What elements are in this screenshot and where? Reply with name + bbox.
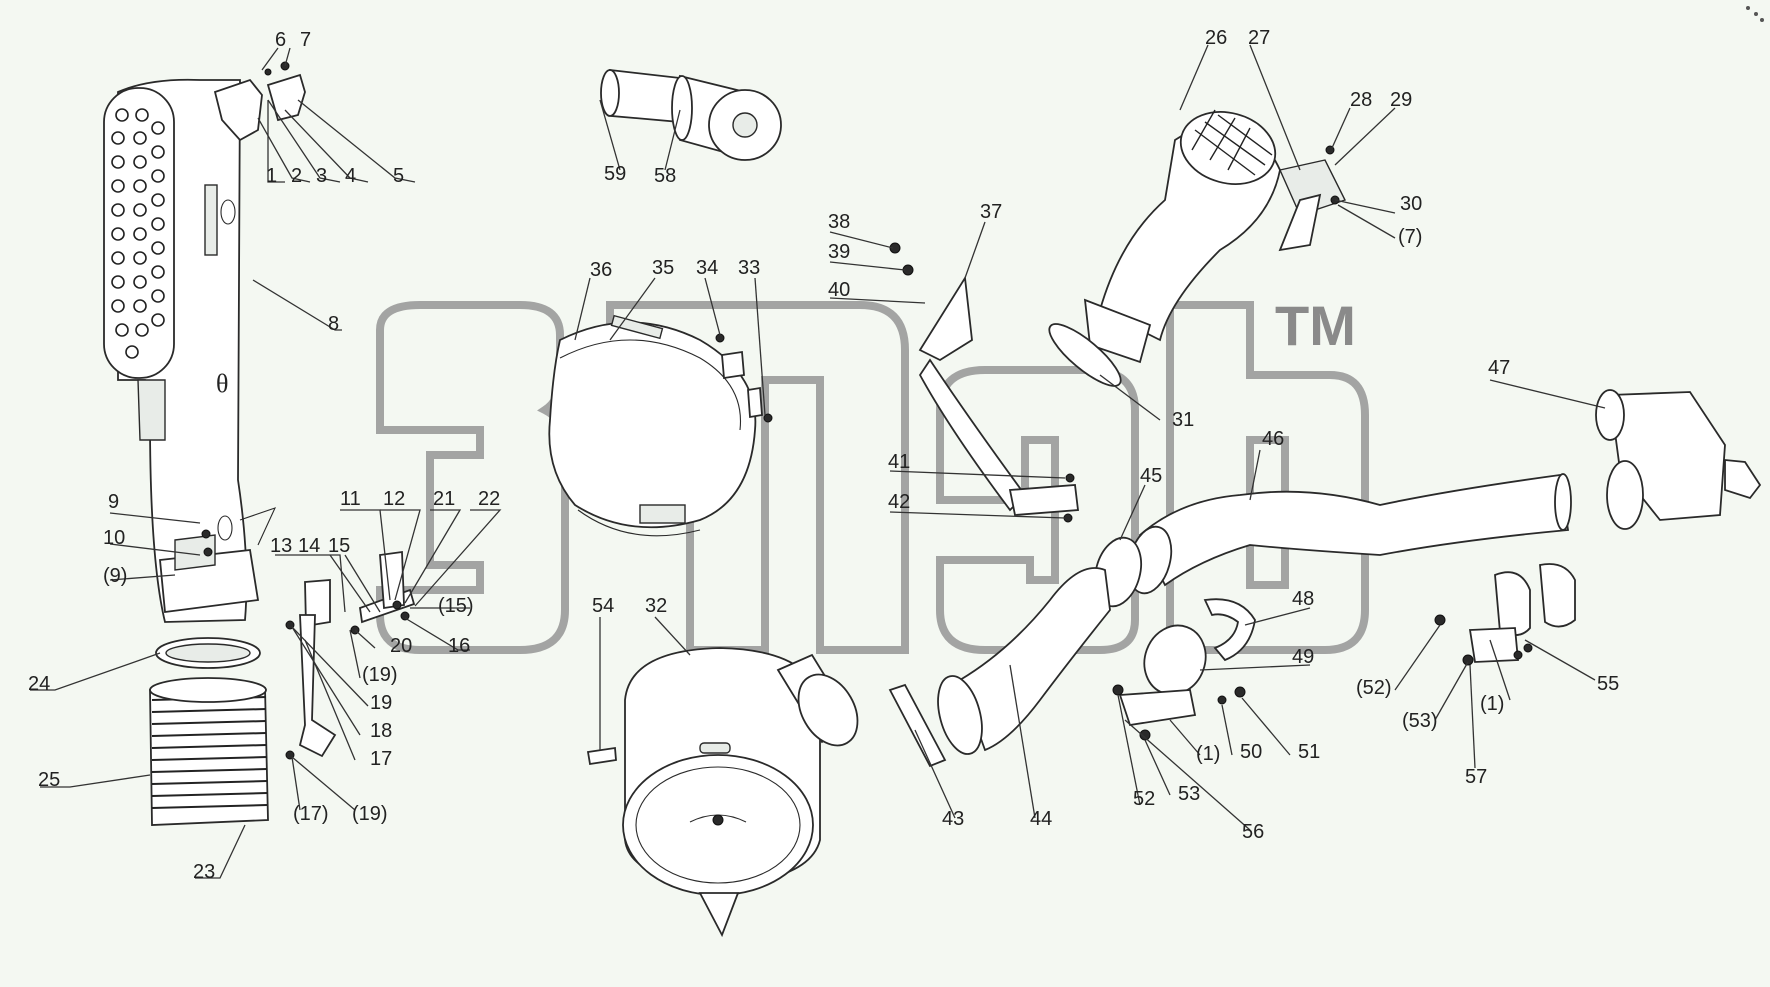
label-17b: (17) (293, 803, 329, 825)
part-gasket-43 (888, 683, 947, 768)
part-bracket-17-18 (285, 614, 337, 760)
label-48: 48 (1292, 588, 1314, 610)
label-16: 16 (448, 635, 470, 657)
label-1c: (1) (1480, 693, 1504, 715)
label-19b: (19) (362, 664, 398, 686)
label-40: 40 (828, 279, 850, 301)
label-14: 14 (298, 535, 320, 557)
part-brackets-11-22 (304, 550, 416, 635)
label-55: 55 (1597, 673, 1619, 695)
part-bracket-50-56 (1112, 684, 1246, 741)
label-15: 15 (328, 535, 350, 557)
label-9b: (9) (103, 565, 127, 587)
label-38: 38 (828, 211, 850, 233)
label-36: 36 (590, 259, 612, 281)
label-41: 41 (888, 451, 910, 473)
label-10: 10 (103, 527, 125, 549)
label-51: 51 (1298, 741, 1320, 763)
label-6: 6 (275, 29, 286, 51)
label-50: 50 (1240, 741, 1262, 763)
label-30: 30 (1400, 193, 1422, 215)
label-21: 21 (433, 488, 455, 510)
label-56: 56 (1242, 821, 1264, 843)
part-elbow-26 (1083, 109, 1346, 364)
part-bracket-pipe-37 (889, 242, 1080, 523)
label-49: 49 (1292, 646, 1314, 668)
part-fitting-54 (586, 746, 617, 766)
part-bellows-25 (149, 677, 269, 826)
label-18: 18 (370, 720, 392, 742)
label-3: 3 (316, 165, 327, 187)
label-7: 7 (300, 29, 311, 51)
label-5: 5 (393, 165, 404, 187)
part-filter-cartridges (600, 68, 782, 161)
label-57: 57 (1465, 766, 1487, 788)
label-13: 13 (270, 535, 292, 557)
label-59: 59 (604, 163, 626, 185)
label-29: 29 (1390, 89, 1412, 111)
label-47: 47 (1488, 357, 1510, 379)
label-4: 4 (345, 165, 356, 187)
watermark-letter-3 (936, 366, 1139, 654)
label-8: 8 (328, 313, 339, 335)
label-39: 39 (828, 241, 850, 263)
label-15b: (15) (438, 595, 474, 617)
part-bracket-55-57 (1434, 563, 1576, 666)
snorkel-holes (111, 108, 165, 359)
part-air-filter-housing (622, 647, 859, 938)
label-20: 20 (390, 635, 412, 657)
label-42: 42 (888, 491, 910, 513)
part-snorkel: θ (103, 61, 306, 623)
corner-mark (1746, 6, 1764, 22)
label-27: 27 (1248, 27, 1270, 49)
part-gasket-31 (1048, 323, 1122, 387)
watermark-trademark: TM (1275, 294, 1356, 357)
label-17: 17 (370, 748, 392, 770)
label-19: 19 (370, 692, 392, 714)
part-pipe-46 (1127, 473, 1572, 595)
label-35: 35 (652, 257, 674, 279)
label-58: 58 (654, 165, 676, 187)
label-25: 25 (38, 769, 60, 791)
label-1: 1 (266, 165, 277, 187)
part-ring-24 (155, 637, 261, 669)
label-34: 34 (696, 257, 718, 279)
part-y-fitting-47 (1595, 389, 1762, 530)
label-54: 54 (592, 595, 614, 617)
label-2: 2 (291, 165, 302, 187)
watermark-logo: TM (376, 294, 1369, 654)
label-31: 31 (1172, 409, 1194, 431)
label-24: 24 (28, 673, 50, 695)
label-52b: (52) (1356, 677, 1392, 699)
callout-labels: 1 2 3 4 5 6 7 8 9 10 (9) 11 12 21 22 13 … (28, 27, 1619, 883)
label-32: 32 (645, 595, 667, 617)
label-23: 23 (193, 861, 215, 883)
label-53: 53 (1178, 783, 1200, 805)
label-26: 26 (1205, 27, 1227, 49)
part-duct-44 (937, 567, 1111, 755)
leader-lines (30, 44, 1606, 879)
label-11: 11 (340, 488, 361, 510)
label-7b: (7) (1398, 226, 1422, 248)
label-53b: (53) (1402, 710, 1438, 732)
label-52: 52 (1133, 788, 1155, 810)
label-1b: (1) (1196, 743, 1220, 765)
label-22: 22 (478, 488, 500, 510)
label-19c: (19) (352, 803, 388, 825)
label-9: 9 (108, 491, 119, 513)
label-12: 12 (383, 488, 405, 510)
part-strap-band (548, 314, 773, 537)
svg-text:θ: θ (216, 369, 228, 398)
label-46: 46 (1262, 428, 1284, 450)
label-37: 37 (980, 201, 1002, 223)
label-43: 43 (942, 808, 964, 830)
label-45: 45 (1140, 465, 1162, 487)
label-33: 33 (738, 257, 760, 279)
label-44: 44 (1030, 808, 1052, 830)
label-28: 28 (1350, 89, 1372, 111)
